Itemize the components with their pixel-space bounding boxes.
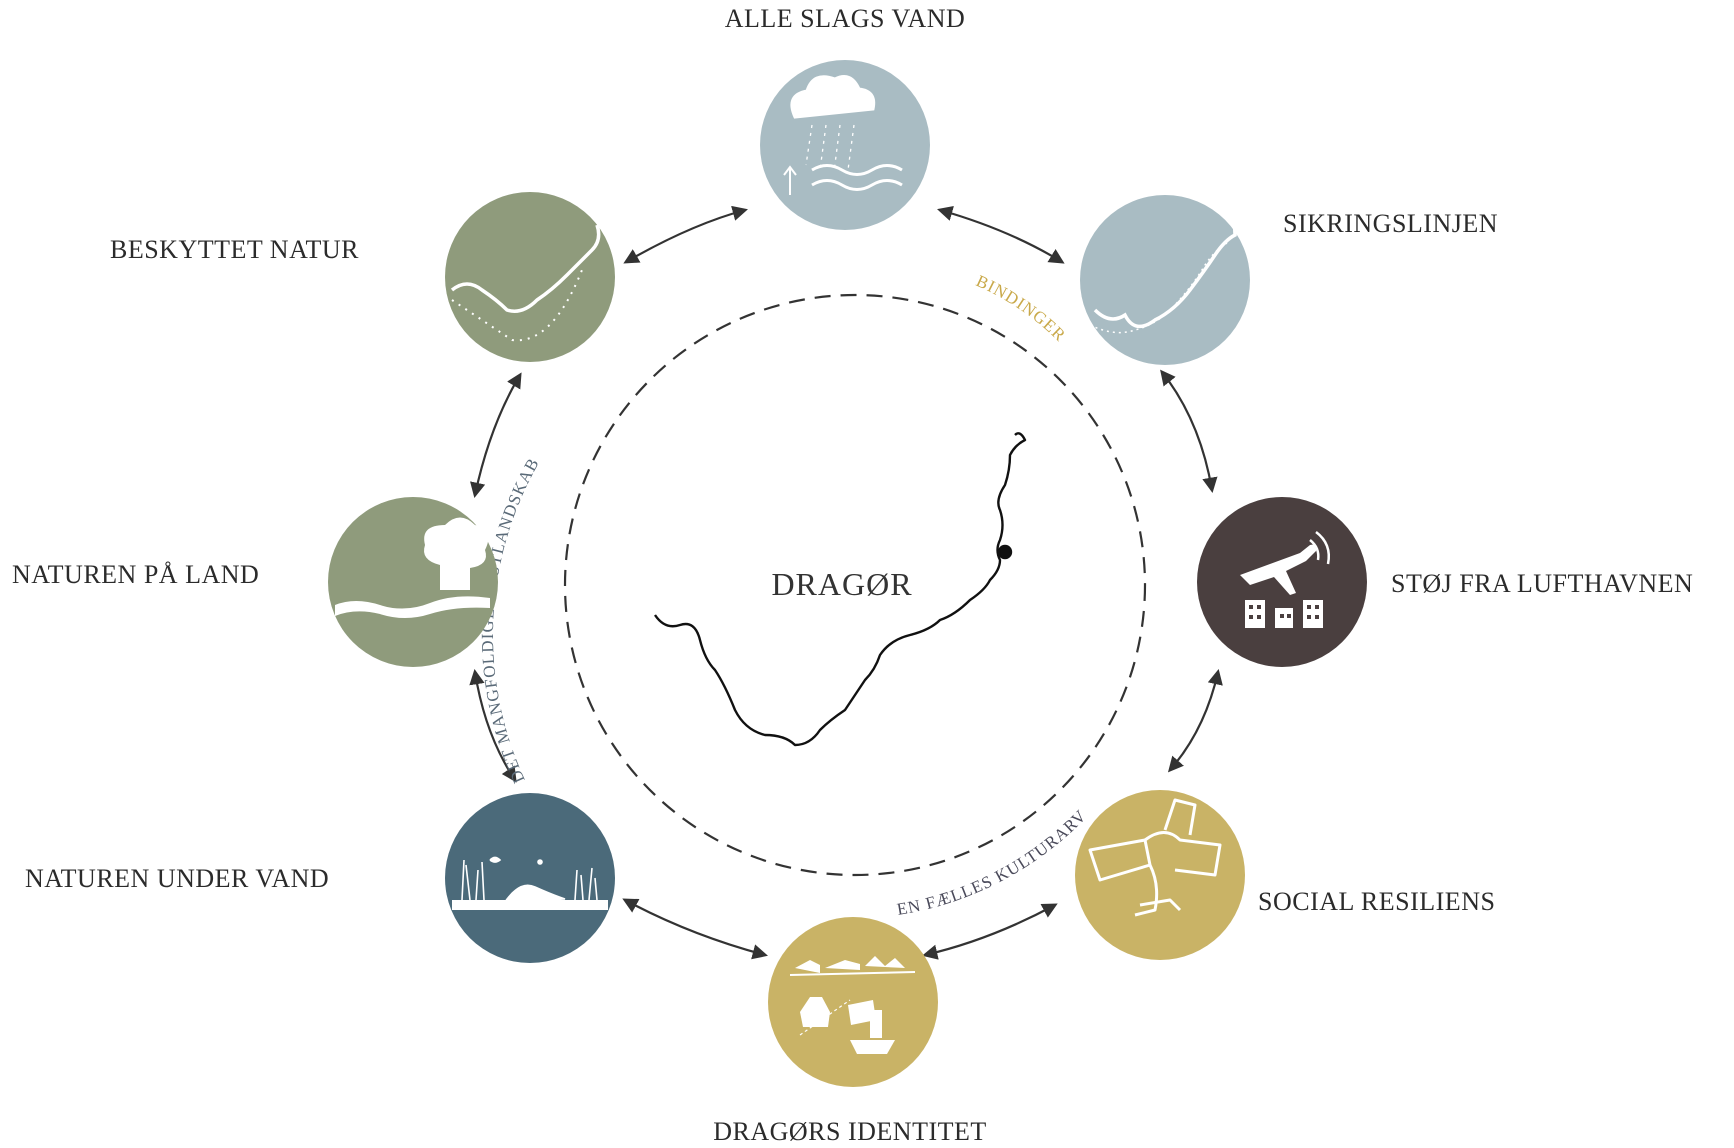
node-naturen-pa-land: NATUREN PÅ LAND xyxy=(12,497,498,667)
inner-dashed-ring xyxy=(563,293,1147,877)
arrow-sikring-stoj xyxy=(1160,369,1218,494)
node-dragors-identitet: DRAGØRS IDENTITET xyxy=(713,917,987,1146)
node-circle xyxy=(768,917,938,1087)
node-sikringslinjen: SIKRINGSLINJEN xyxy=(1080,195,1498,365)
node-alle-slags-vand: ALLE SLAGS VAND xyxy=(725,4,966,230)
arrow-identitet-undervand xyxy=(622,898,768,960)
arrow-beskyttet-vand xyxy=(623,205,748,264)
tree-landscape-icon xyxy=(335,517,490,618)
arrow-undervand-land xyxy=(469,668,517,783)
arc-label-kulturarv: EN FÆLLES KULTURARV xyxy=(895,806,1090,919)
center-label: DRAGØR xyxy=(771,566,912,602)
node-label: ALLE SLAGS VAND xyxy=(725,4,966,33)
seagrass-icon xyxy=(452,856,608,910)
node-label: STØJ FRA LUFTHAVNEN xyxy=(1391,569,1693,598)
town-ships-icon xyxy=(789,956,916,1054)
arrow-stoj-social xyxy=(1167,668,1223,773)
node-circle xyxy=(328,497,498,667)
node-stoj-fra-lufthavnen: STØJ FRA LUFTHAVNEN xyxy=(1197,497,1693,667)
protected-coast-icon xyxy=(450,224,601,342)
arrow-land-beskyttet xyxy=(470,372,522,499)
node-label: NATUREN PÅ LAND xyxy=(12,560,259,589)
airplane-noise-icon xyxy=(1240,531,1330,628)
arc-label-bindinger: BINDINGER xyxy=(973,271,1069,345)
node-beskyttet-natur: BESKYTTET NATUR xyxy=(110,192,615,362)
node-label: BESKYTTET NATUR xyxy=(110,235,359,264)
node-naturen-under-vand: NATUREN UNDER VAND xyxy=(25,793,615,963)
joined-hands-icon xyxy=(1088,798,1222,917)
arrow-social-identitet xyxy=(921,903,1058,960)
node-circle xyxy=(445,192,615,362)
node-label: DRAGØRS IDENTITET xyxy=(713,1117,987,1146)
node-circle xyxy=(445,793,615,963)
node-social-resiliens: SOCIAL RESILIENS xyxy=(1075,790,1495,960)
node-circle xyxy=(1075,790,1245,960)
connector-arrows xyxy=(469,205,1223,960)
node-label: SOCIAL RESILIENS xyxy=(1258,887,1495,916)
dragor-coastline-icon xyxy=(654,432,1027,747)
coastline-icon xyxy=(1089,209,1237,334)
arrow-vand-sikring xyxy=(937,205,1065,264)
node-label: NATUREN UNDER VAND xyxy=(25,864,329,893)
node-label: SIKRINGSLINJEN xyxy=(1283,209,1498,238)
node-circle xyxy=(1080,195,1250,365)
rain-cloud-waves-icon xyxy=(783,75,903,195)
